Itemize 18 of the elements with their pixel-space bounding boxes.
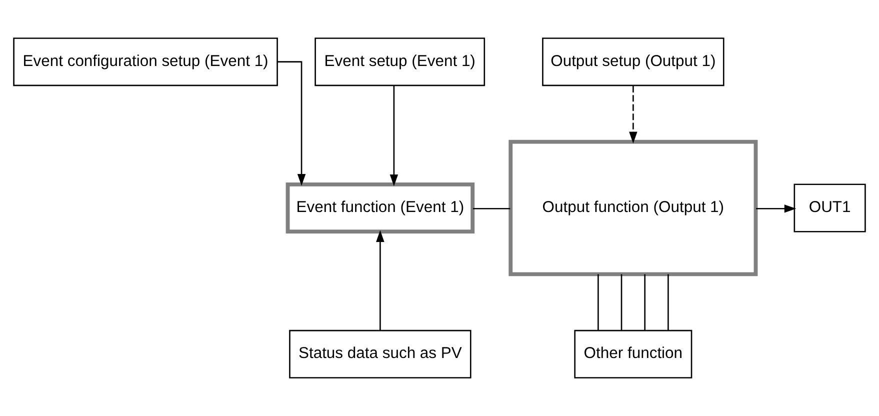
connector: [620, 274, 622, 330]
node-box: Output setup (Output 1): [542, 38, 724, 86]
arrow: [278, 61, 306, 186]
arrow: [756, 204, 796, 213]
arrow: [390, 86, 398, 186]
node-box: Other function: [574, 330, 692, 378]
node-box: Output function (Output 1): [508, 140, 758, 276]
node-box: Event function (Event 1): [286, 182, 475, 234]
arrow: [629, 86, 638, 144]
node-box: Event setup (Event 1): [314, 38, 486, 86]
connector: [644, 274, 646, 330]
arrow: [376, 230, 384, 330]
connector: [668, 274, 669, 330]
connector: [598, 274, 599, 330]
node-box: Status data such as PV: [289, 330, 472, 378]
node-box: Event configuration setup (Event 1): [13, 38, 278, 86]
node-box: OUT1: [794, 184, 866, 232]
connector: [472, 208, 510, 210]
